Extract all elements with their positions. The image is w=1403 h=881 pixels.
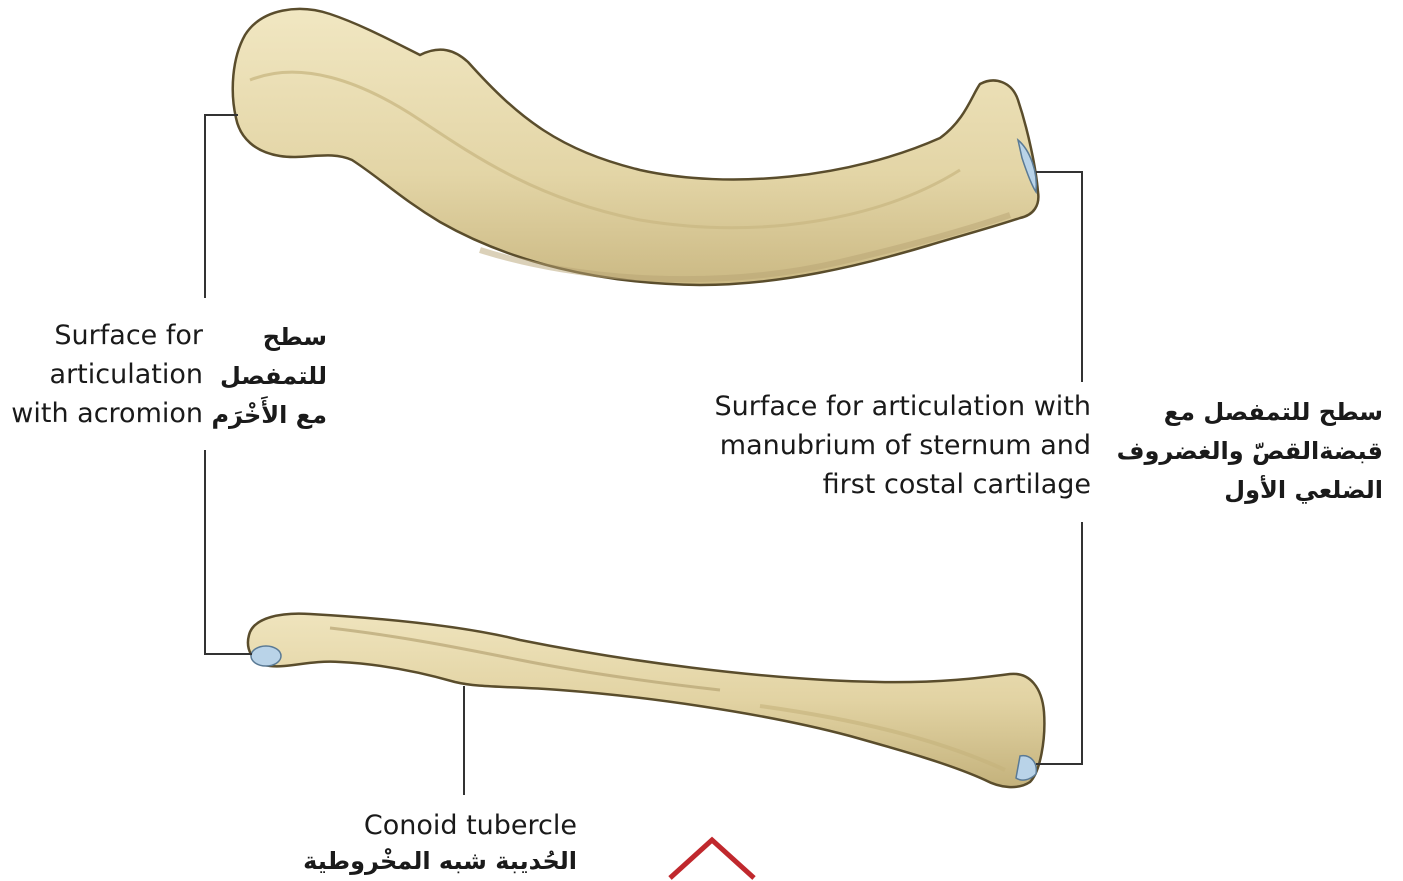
sternum-label-ar-line: قبضةالقصّ والغضروف — [1117, 432, 1383, 471]
clavicle-superior-view — [233, 9, 1039, 285]
acromion-leader-bottom — [205, 450, 252, 654]
conoid-label-ar: الحُديبة شبه المخْروطية — [303, 842, 577, 881]
acromion-label-ar-line: سطح — [211, 318, 327, 357]
clavicle-inferior-bone — [248, 614, 1044, 787]
sternum-label-en: Surface for articulation with manubrium … — [715, 387, 1091, 504]
sternum-label-ar-line: الضلعي الأول — [1117, 471, 1383, 510]
acromion-leader-top — [205, 115, 238, 298]
acromial-articular-surface — [251, 646, 281, 666]
sternum-leader-top — [1036, 172, 1082, 382]
sternum-label-en-line: manubrium of sternum and — [715, 426, 1091, 465]
sternum-label-en-line: first costal cartilage — [715, 465, 1091, 504]
acromion-label-en-line: Surface for — [11, 316, 203, 355]
up-arrow-icon — [670, 840, 754, 878]
sternum-label-ar: سطح للتمفصل مع قبضةالقصّ والغضروف الضلعي… — [1117, 393, 1383, 510]
acromion-label-ar: سطح للتمفصل مع الأَخْرَم — [211, 318, 327, 435]
conoid-label-en: Conoid tubercle — [364, 806, 577, 845]
sternum-label-ar-line: سطح للتمفصل مع — [1117, 393, 1383, 432]
acromion-label-en-line: with acromion — [11, 394, 203, 433]
conoid-label-en-line: Conoid tubercle — [364, 806, 577, 845]
acromion-label-ar-line: للتمفصل — [211, 357, 327, 396]
acromion-label-en-line: articulation — [11, 355, 203, 394]
clavicle-inferior-view — [248, 614, 1044, 787]
sternum-label-en-line: Surface for articulation with — [715, 387, 1091, 426]
acromion-label-en: Surface for articulation with acromion — [11, 316, 203, 433]
acromion-label-ar-line: مع الأَخْرَم — [211, 396, 327, 435]
conoid-label-ar-line: الحُديبة شبه المخْروطية — [303, 842, 577, 881]
